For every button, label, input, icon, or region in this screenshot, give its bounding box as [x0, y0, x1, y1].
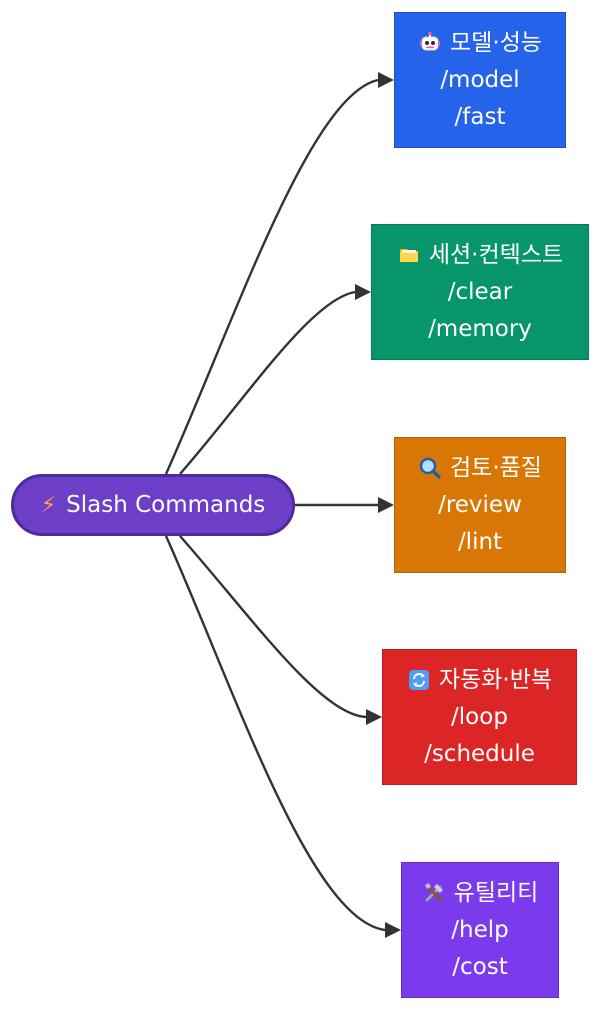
category-title-row: 검토·품질 — [418, 450, 542, 487]
category-title: 세션·컨텍스트 — [428, 241, 564, 268]
category-title-row: 모델·성능 — [418, 25, 542, 62]
magnifier-icon — [418, 456, 442, 480]
category-title: 모델·성능 — [450, 29, 542, 56]
edge-arrow-session — [355, 284, 371, 300]
edge-arrow-utility — [385, 922, 401, 938]
edge-root-to-model — [164, 78, 379, 475]
edge-root-to-session — [179, 290, 356, 475]
command-clear[interactable]: /clear — [447, 278, 513, 305]
tools-icon — [422, 881, 446, 905]
category-node-model-performance[interactable]: 모델·성능 /model /fast — [394, 12, 566, 148]
category-node-session-context[interactable]: 세션·컨텍스트 /clear /memory — [371, 224, 589, 360]
command-loop[interactable]: /loop — [451, 703, 508, 730]
command-model[interactable]: /model — [440, 66, 520, 93]
category-title: 검토·품질 — [450, 454, 542, 481]
edge-root-to-automation — [179, 535, 367, 719]
root-node-slash-commands[interactable]: ⚡ Slash Commands — [11, 474, 295, 536]
category-title-row: 유틸리티 — [422, 875, 539, 912]
category-title: 자동화·반복 — [438, 666, 553, 693]
root-node-label: Slash Commands — [66, 492, 266, 518]
command-lint[interactable]: /lint — [457, 528, 503, 555]
edge-arrow-model — [378, 72, 394, 88]
command-help[interactable]: /help — [451, 916, 509, 943]
category-title: 유틸리티 — [453, 879, 539, 906]
category-node-utility[interactable]: 유틸리티 /help /cost — [401, 862, 559, 998]
command-schedule[interactable]: /schedule — [424, 740, 535, 767]
repeat-icon — [407, 668, 431, 692]
lightning-bolt-icon: ⚡ — [40, 492, 57, 518]
edge-arrow-automation — [366, 709, 382, 725]
folder-icon — [397, 243, 421, 267]
category-title-row: 세션·컨텍스트 — [397, 237, 563, 274]
category-node-automation-repeat[interactable]: 자동화·반복 /loop /schedule — [382, 649, 577, 785]
edge-arrow-review — [378, 497, 394, 513]
command-fast[interactable]: /fast — [454, 103, 506, 130]
category-node-review-quality[interactable]: 검토·품질 /review /lint — [394, 437, 566, 573]
category-title-row: 자동화·반복 — [407, 662, 552, 699]
command-review[interactable]: /review — [438, 491, 522, 518]
edge-root-to-utility — [164, 535, 386, 932]
robot-icon — [418, 31, 442, 55]
command-memory[interactable]: /memory — [428, 315, 532, 342]
connector-lines — [164, 72, 401, 938]
command-cost[interactable]: /cost — [452, 953, 508, 980]
